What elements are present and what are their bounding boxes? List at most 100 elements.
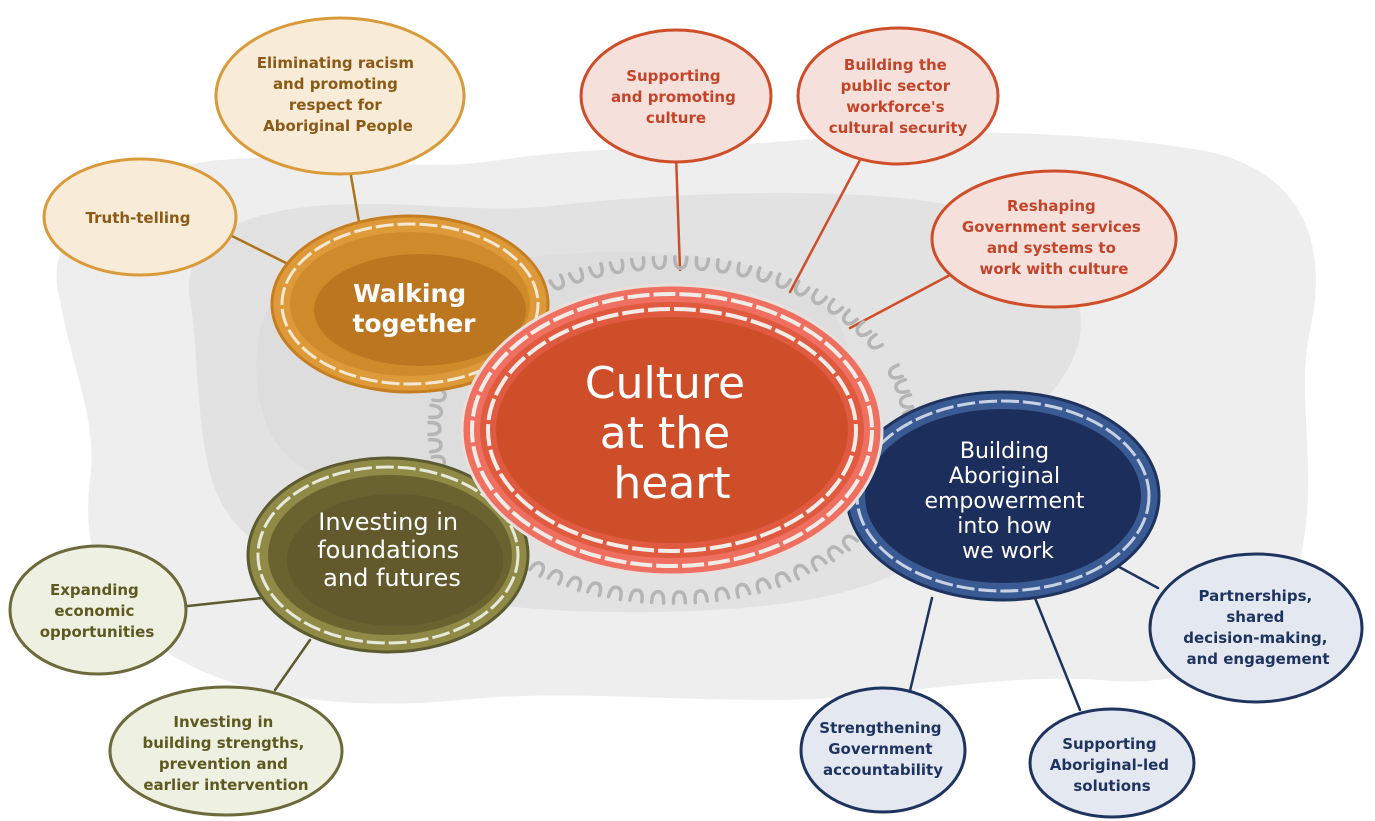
- bubble-text: Reshaping Government services and system…: [962, 197, 1146, 278]
- walking-title: Walking together: [352, 279, 476, 338]
- squiggle-mark: [546, 569, 564, 586]
- squiggle-mark: [586, 581, 603, 598]
- squiggle-mark: [565, 575, 583, 593]
- squiggle-mark: [649, 589, 666, 605]
- squiggle-mark: [608, 258, 625, 275]
- connector-investing-strengths: [273, 638, 312, 692]
- investing-white-ring: [256, 465, 520, 645]
- empowerment-title-line: Aboriginal: [949, 464, 1060, 489]
- squiggle-mark: [693, 589, 710, 605]
- squiggle-mark: [793, 279, 811, 297]
- center-title-line: Culture: [585, 358, 745, 409]
- squiggle-mark: [673, 255, 689, 270]
- squiggle-mark: [894, 377, 911, 394]
- bubble-text: Partnerships, shared decision-making, an…: [1183, 587, 1332, 668]
- bubble-shape: [930, 169, 1178, 309]
- empowerment-title-line: we work: [962, 539, 1054, 564]
- squiggle-mark: [671, 590, 688, 605]
- walking-inner: [314, 254, 526, 366]
- connector-walking-racism: [348, 168, 362, 230]
- theme-investing-foundations: Investing in foundations and futures: [246, 456, 530, 654]
- investing-title-line: Investing in: [318, 508, 458, 536]
- bubble-supporting-culture: Supporting and promoting culture: [579, 28, 773, 164]
- squiggle-mark: [811, 288, 829, 306]
- squiggle-mark: [629, 256, 646, 272]
- connector-walking-truth: [230, 234, 294, 268]
- center-ring-white-1: [470, 292, 874, 568]
- bubble-text: Supporting Aboriginal-led solutions: [1050, 735, 1175, 795]
- connector-investing-economic: [186, 596, 264, 608]
- bubble-shape: [42, 157, 238, 277]
- squiggle-mark: [756, 266, 773, 283]
- walking-title-line: together: [352, 309, 476, 338]
- squiggle-mark: [427, 437, 443, 454]
- investing-inner: [287, 494, 503, 626]
- theme-aboriginal-empowerment: Building Aboriginal empowerment into how…: [845, 390, 1161, 602]
- squiggle-mark: [855, 320, 873, 338]
- squiggle-mark: [810, 555, 828, 572]
- squiggle-mark: [826, 545, 844, 563]
- empowerment-title-line: into how: [957, 514, 1052, 539]
- bubble-shape: [8, 544, 188, 676]
- squiggle-mark: [714, 586, 731, 603]
- bubble-text: Eliminating racism and promoting respect…: [257, 54, 419, 135]
- squiggle-mark: [774, 571, 792, 588]
- squiggle-mark: [736, 261, 753, 278]
- connector-empowerment-aboriginal-led: [1033, 596, 1082, 712]
- bubble-text: Strengthening Government accountability: [819, 719, 946, 779]
- squiggle-mark: [715, 257, 732, 274]
- bubble-shape: [1028, 707, 1196, 819]
- bubble-text: Building the public sector workforce's c…: [829, 56, 968, 137]
- bubble-text: Expanding economic opportunities: [40, 581, 155, 641]
- bubble-partnerships: Partnerships, shared decision-making, an…: [1148, 552, 1364, 704]
- center-fill: [496, 317, 848, 543]
- bubble-shape: [579, 28, 773, 164]
- squiggle-mark: [567, 267, 585, 284]
- squiggle-mark: [548, 273, 566, 291]
- bubble-text: Investing in building strengths, prevent…: [142, 713, 309, 794]
- squiggle-mark: [775, 272, 793, 289]
- bubble-shape: [1148, 552, 1364, 704]
- squiggle-mark: [528, 561, 546, 578]
- bubble-economic-opportunities: Expanding economic opportunities: [8, 544, 188, 676]
- empowerment-fill: [865, 409, 1141, 583]
- squiggle-mark: [628, 588, 644, 604]
- investing-title: Investing in foundations and futures: [317, 508, 467, 592]
- investing-title-line: foundations: [317, 536, 459, 564]
- squiggle-mark: [428, 403, 444, 420]
- squiggle-mark: [841, 308, 859, 326]
- bubble-aboriginal-led-solutions: Supporting Aboriginal-led solutions: [1028, 707, 1196, 819]
- walking-white-ring: [280, 222, 540, 386]
- squiggle-mark: [867, 332, 885, 350]
- squiggle-mark: [694, 255, 711, 272]
- bubble-shape: [799, 686, 967, 814]
- bubble-government-accountability: Strengthening Government accountability: [799, 686, 967, 814]
- center-title: Culture at the heart: [585, 358, 759, 509]
- bubble-building-strengths: Investing in building strengths, prevent…: [108, 685, 344, 817]
- bubble-text: Supporting and promoting culture: [611, 67, 741, 127]
- walking-title-line: Walking: [353, 279, 466, 308]
- squiggle-mark: [651, 255, 667, 270]
- squiggle-mark: [606, 585, 623, 602]
- center-ring-white-2: [486, 307, 858, 553]
- empowerment-title-line: empowerment: [924, 489, 1084, 514]
- squiggle-mark: [898, 393, 915, 409]
- bubble-truth-telling: Truth-telling: [42, 157, 238, 277]
- bubble-shape: [214, 16, 466, 176]
- squiggle-mark: [841, 534, 859, 552]
- center-culture-at-the-heart: Culture at the heart: [460, 283, 884, 577]
- connector-center-workforce: [788, 158, 862, 294]
- squiggle-mark: [887, 363, 905, 380]
- bubble-workforce-cultural-security: Building the public sector workforce's c…: [796, 26, 1000, 166]
- empowerment-title: Building Aboriginal empowerment into how…: [924, 439, 1091, 564]
- bubble-eliminating-racism: Eliminating racism and promoting respect…: [214, 16, 466, 176]
- squiggle-mark: [735, 582, 752, 599]
- investing-title-line: and futures: [323, 564, 461, 592]
- bubble-reshaping-services: Reshaping Government services and system…: [930, 169, 1178, 309]
- bubble-text: Truth-telling: [86, 209, 191, 227]
- bubble-shape: [108, 685, 344, 817]
- theme-walking-together: Walking together: [270, 214, 550, 394]
- connector-center-culture: [674, 153, 682, 272]
- empowerment-title-line: Building: [960, 439, 1049, 464]
- squiggle-mark: [587, 262, 604, 279]
